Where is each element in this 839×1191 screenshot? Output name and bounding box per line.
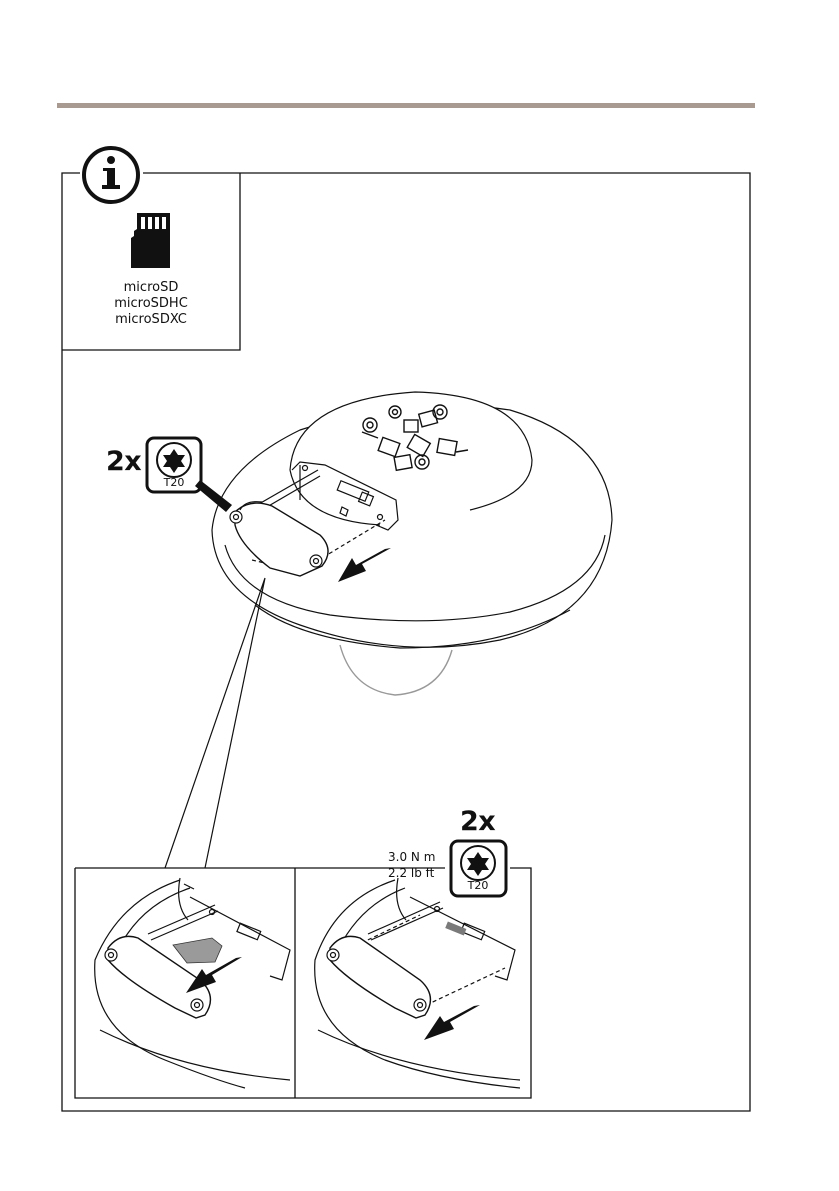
torque-imperial: 2.2 lb ft xyxy=(388,865,434,881)
detail-insert-card xyxy=(95,878,290,1088)
info-icon xyxy=(84,148,138,202)
zoom-guide-lines xyxy=(165,578,265,868)
torque-metric: 3.0 N m xyxy=(388,849,435,865)
torx-t20-icon-remove xyxy=(147,438,232,512)
card-type-microsdxc: microSDXC xyxy=(62,312,240,328)
remove-screw-quantity: 2x xyxy=(106,446,141,477)
card-type-microsd: microSD xyxy=(62,280,240,296)
microsd-card-being-inserted xyxy=(173,938,222,963)
camera-main-drawing xyxy=(212,392,612,695)
card-type-microsdhc: microSDHC xyxy=(62,296,240,312)
reinstall-screw-quantity: 2x xyxy=(460,806,495,837)
reinstall-tool-label: T20 xyxy=(450,879,506,892)
reinstall-arrow xyxy=(424,1005,480,1040)
remove-tool-label: T20 xyxy=(146,476,202,489)
detail-reinstall-cover xyxy=(315,878,520,1088)
microsd-card-icon xyxy=(131,213,170,268)
